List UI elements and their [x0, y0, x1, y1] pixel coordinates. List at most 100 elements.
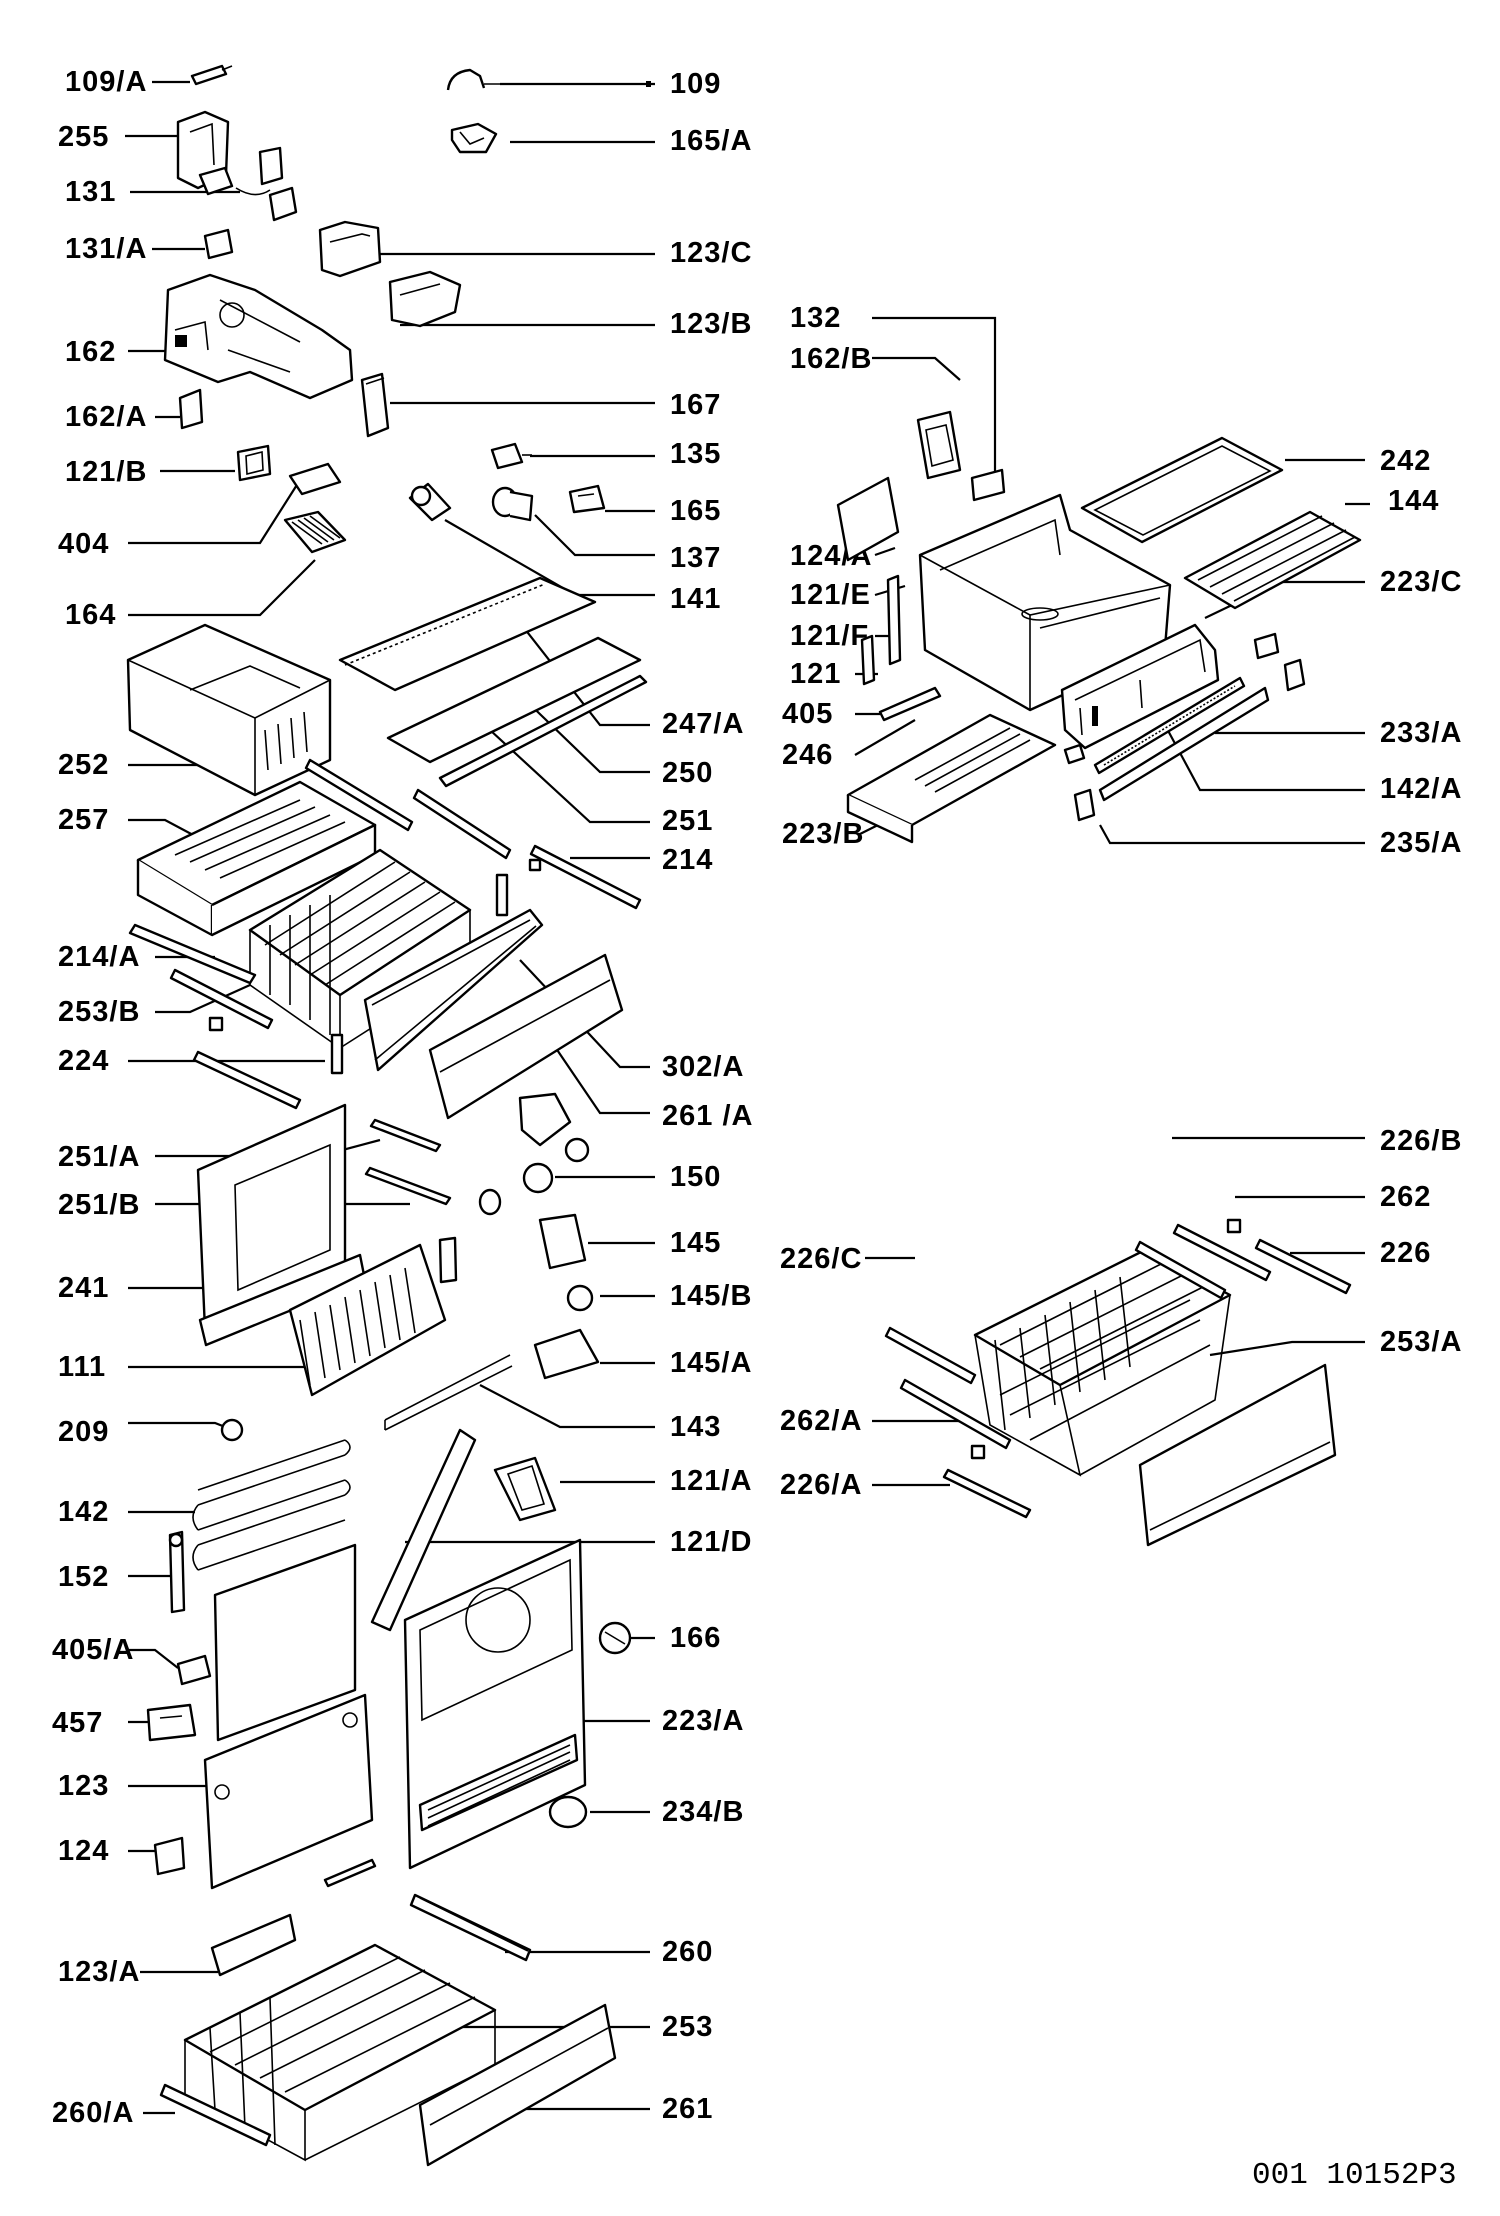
label-235A: 235/A: [1380, 827, 1462, 859]
label-165: 165: [670, 495, 721, 527]
part-123C: [318, 220, 382, 278]
part-152: [168, 1530, 186, 1614]
label-214A: 214/A: [58, 941, 140, 973]
label-226B: 226/B: [1380, 1125, 1462, 1157]
part-260: [409, 1893, 532, 1962]
label-121F: 121/F: [790, 620, 869, 652]
label-131A: 131/A: [65, 233, 147, 265]
part-253-basket: [183, 1943, 497, 2162]
part-405A: [176, 1654, 212, 1686]
part-142A: [1093, 676, 1246, 775]
part-162: [163, 273, 354, 400]
label-165A: 165/A: [670, 125, 752, 157]
label-145: 145: [670, 1227, 721, 1259]
label-145A: 145/A: [670, 1347, 752, 1379]
label-250: 250: [662, 757, 713, 789]
label-152: 152: [58, 1561, 109, 1593]
label-150: 150: [670, 1161, 721, 1193]
label-405: 405: [782, 698, 833, 730]
label-226: 226: [1380, 1237, 1431, 1269]
label-135: 135: [670, 438, 721, 470]
part-262: [1172, 1218, 1272, 1282]
left-labels: 109/A 255 131 131/A 162 162/A 121/B 404 …: [52, 66, 147, 2129]
label-124: 124: [58, 1835, 109, 1867]
label-144: 144: [1388, 485, 1439, 517]
part-162B: [916, 410, 962, 480]
part-214A-253B: [128, 923, 274, 1032]
label-121D: 121/D: [670, 1526, 752, 1558]
part-164: [283, 510, 347, 554]
part-255-131: [176, 110, 298, 222]
label-302A: 302/A: [662, 1051, 744, 1083]
part-251A-251B: [196, 1103, 452, 1332]
right-upper-labels: 132 162/B 124/A 121/E 121/F 121 405 246 …: [782, 302, 1462, 859]
label-241: 241: [58, 1272, 109, 1304]
label-262: 262: [1380, 1181, 1431, 1213]
part-124A: [836, 476, 900, 562]
label-242: 242: [1380, 445, 1431, 477]
part-123: [203, 1693, 374, 1890]
label-132: 132: [790, 302, 841, 334]
part-121A: [493, 1456, 557, 1522]
label-253: 253: [662, 2011, 713, 2043]
part-253A-basket: [973, 1248, 1232, 1477]
part-246-223B: [846, 713, 1057, 844]
part-137: [491, 486, 534, 522]
label-131: 131: [65, 176, 116, 208]
part-242: [1080, 436, 1284, 544]
part-262A: [899, 1378, 1012, 1460]
part-back-plate: [213, 1543, 357, 1742]
label-260A: 260/A: [52, 2097, 134, 2129]
part-124: [153, 1836, 186, 1876]
label-142A: 142/A: [1380, 773, 1462, 805]
part-141: [408, 482, 452, 522]
part-123A: [210, 1913, 297, 1977]
part-121D: [370, 1428, 477, 1632]
label-223C: 223/C: [1380, 566, 1462, 598]
part-144: [1183, 510, 1362, 610]
part-111: [288, 1236, 458, 1397]
part-252: [126, 623, 332, 797]
label-255: 255: [58, 121, 109, 153]
drawing-code: 001 10152P3: [1252, 2158, 1457, 2193]
label-145B: 145/B: [670, 1280, 752, 1312]
label-109A: 109/A: [65, 66, 147, 98]
part-109A: [190, 64, 233, 86]
part-121-housing: [918, 493, 1172, 712]
part-250: [386, 636, 642, 764]
label-166: 166: [670, 1622, 721, 1654]
label-167: 167: [670, 389, 721, 421]
label-251A: 251/A: [58, 1141, 140, 1173]
part-223C: [1060, 623, 1220, 750]
part-166: [598, 1621, 632, 1655]
part-234B: [548, 1795, 588, 1829]
label-141: 141: [670, 583, 721, 615]
label-262A: 262/A: [780, 1405, 862, 1437]
label-143: 143: [670, 1411, 721, 1443]
part-167: [360, 372, 390, 438]
part-121E: [886, 574, 902, 666]
part-226: [1254, 1238, 1352, 1295]
label-162: 162: [65, 336, 116, 368]
middle-labels: 109 165/A 123/C 123/B 167 135 165 137 14…: [662, 68, 752, 2125]
label-226C: 226/C: [780, 1243, 862, 1275]
part-260A: [159, 2083, 272, 2147]
part-109: [446, 68, 651, 91]
label-260: 260: [662, 1936, 713, 1968]
label-209: 209: [58, 1416, 109, 1448]
label-137: 137: [670, 542, 721, 574]
label-121B: 121/B: [65, 456, 147, 488]
part-457: [146, 1703, 197, 1742]
part-226C: [884, 1326, 977, 1385]
label-121A: 121/A: [670, 1465, 752, 1497]
part-223A: [403, 1538, 587, 1870]
label-252: 252: [58, 749, 109, 781]
part-257: [136, 780, 377, 937]
part-261: [418, 2003, 617, 2167]
part-214-rails: [304, 758, 642, 917]
part-302A: [363, 908, 544, 1072]
part-142: [192, 1439, 351, 1571]
part-235A: [1063, 743, 1096, 822]
